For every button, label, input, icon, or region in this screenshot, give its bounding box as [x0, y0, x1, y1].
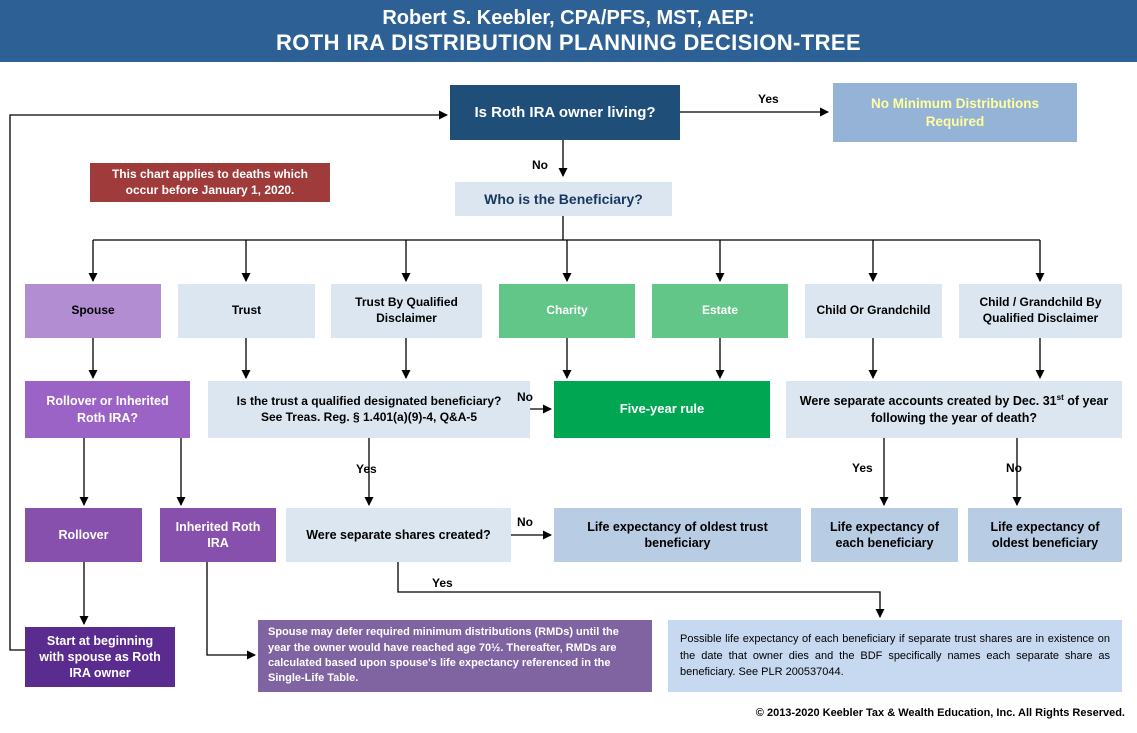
node-estate: Estate	[652, 284, 788, 338]
copyright: © 2013-2020 Keebler Tax & Wealth Educati…	[755, 707, 1125, 719]
node-trust-disclaimer: Trust By Qualified Disclaimer	[331, 284, 482, 338]
label-accounts-no: No	[1006, 461, 1022, 475]
trust-qualified-citation: See Treas. Reg. § 1.401(a)(9)-4, Q&A-5	[260, 409, 478, 424]
node-trust-qualified: Is the trust a qualified designated bene…	[208, 381, 530, 438]
node-inherited-roth-ira: Inherited Roth IRA	[160, 508, 276, 562]
label-owner-yes: Yes	[758, 92, 779, 106]
node-separate-accounts: Were separate accounts created by Dec. 3…	[786, 381, 1122, 438]
label-shares-no: No	[517, 515, 533, 529]
header-line1: Robert S. Keebler, CPA/PFS, MST, AEP:	[382, 6, 755, 29]
node-trust: Trust	[178, 284, 315, 338]
node-child-disclaimer: Child / Grandchild By Qualified Disclaim…	[959, 284, 1122, 338]
label-trust-qualified-yes: Yes	[356, 462, 377, 476]
node-spouse-defer-note: Spouse may defer required minimum distri…	[258, 620, 652, 692]
trust-qualified-question: Is the trust a qualified designated bene…	[236, 393, 502, 408]
node-who-beneficiary: Who is the Beneficiary?	[455, 182, 672, 216]
node-separate-shares: Were separate shares created?	[286, 508, 511, 562]
node-spouse: Spouse	[25, 284, 161, 338]
page-header: Robert S. Keebler, CPA/PFS, MST, AEP: RO…	[0, 0, 1137, 62]
label-accounts-yes: Yes	[852, 461, 873, 475]
label-shares-yes: Yes	[432, 576, 453, 590]
separate-accounts-text: Were separate accounts created by Dec. 3…	[799, 393, 1109, 425]
node-rollover: Rollover	[25, 508, 142, 562]
connector-shares-yes	[397, 562, 885, 618]
node-no-minimum-distributions: No Minimum Distributions Required	[833, 83, 1077, 142]
node-five-year-rule: Five-year rule	[554, 381, 770, 438]
node-rollover-or-inherited: Rollover or Inherited Roth IRA?	[25, 381, 190, 438]
label-trust-qualified-no: No	[517, 390, 533, 404]
header-line2: ROTH IRA DISTRIBUTION PLANNING DECISION-…	[275, 29, 862, 55]
node-applies-note: This chart applies to deaths which occur…	[90, 163, 330, 202]
label-owner-no: No	[532, 158, 548, 172]
connector-inherited-note	[206, 562, 256, 660]
node-le-oldest-trust-beneficiary: Life expectancy of oldest trust benefici…	[554, 508, 801, 562]
node-child: Child Or Grandchild	[805, 284, 942, 338]
node-le-each-beneficiary: Life expectancy of each beneficiary	[811, 508, 958, 562]
node-start-over: Start at beginning with spouse as Roth I…	[25, 627, 175, 687]
node-owner-living: Is Roth IRA owner living?	[450, 85, 680, 140]
node-charity: Charity	[499, 284, 635, 338]
ordinal-suffix: st	[1056, 393, 1064, 403]
node-possible-le-note: Possible life expectancy of each benefic…	[668, 620, 1122, 692]
node-le-oldest-beneficiary: Life expectancy of oldest beneficiary	[968, 508, 1122, 562]
